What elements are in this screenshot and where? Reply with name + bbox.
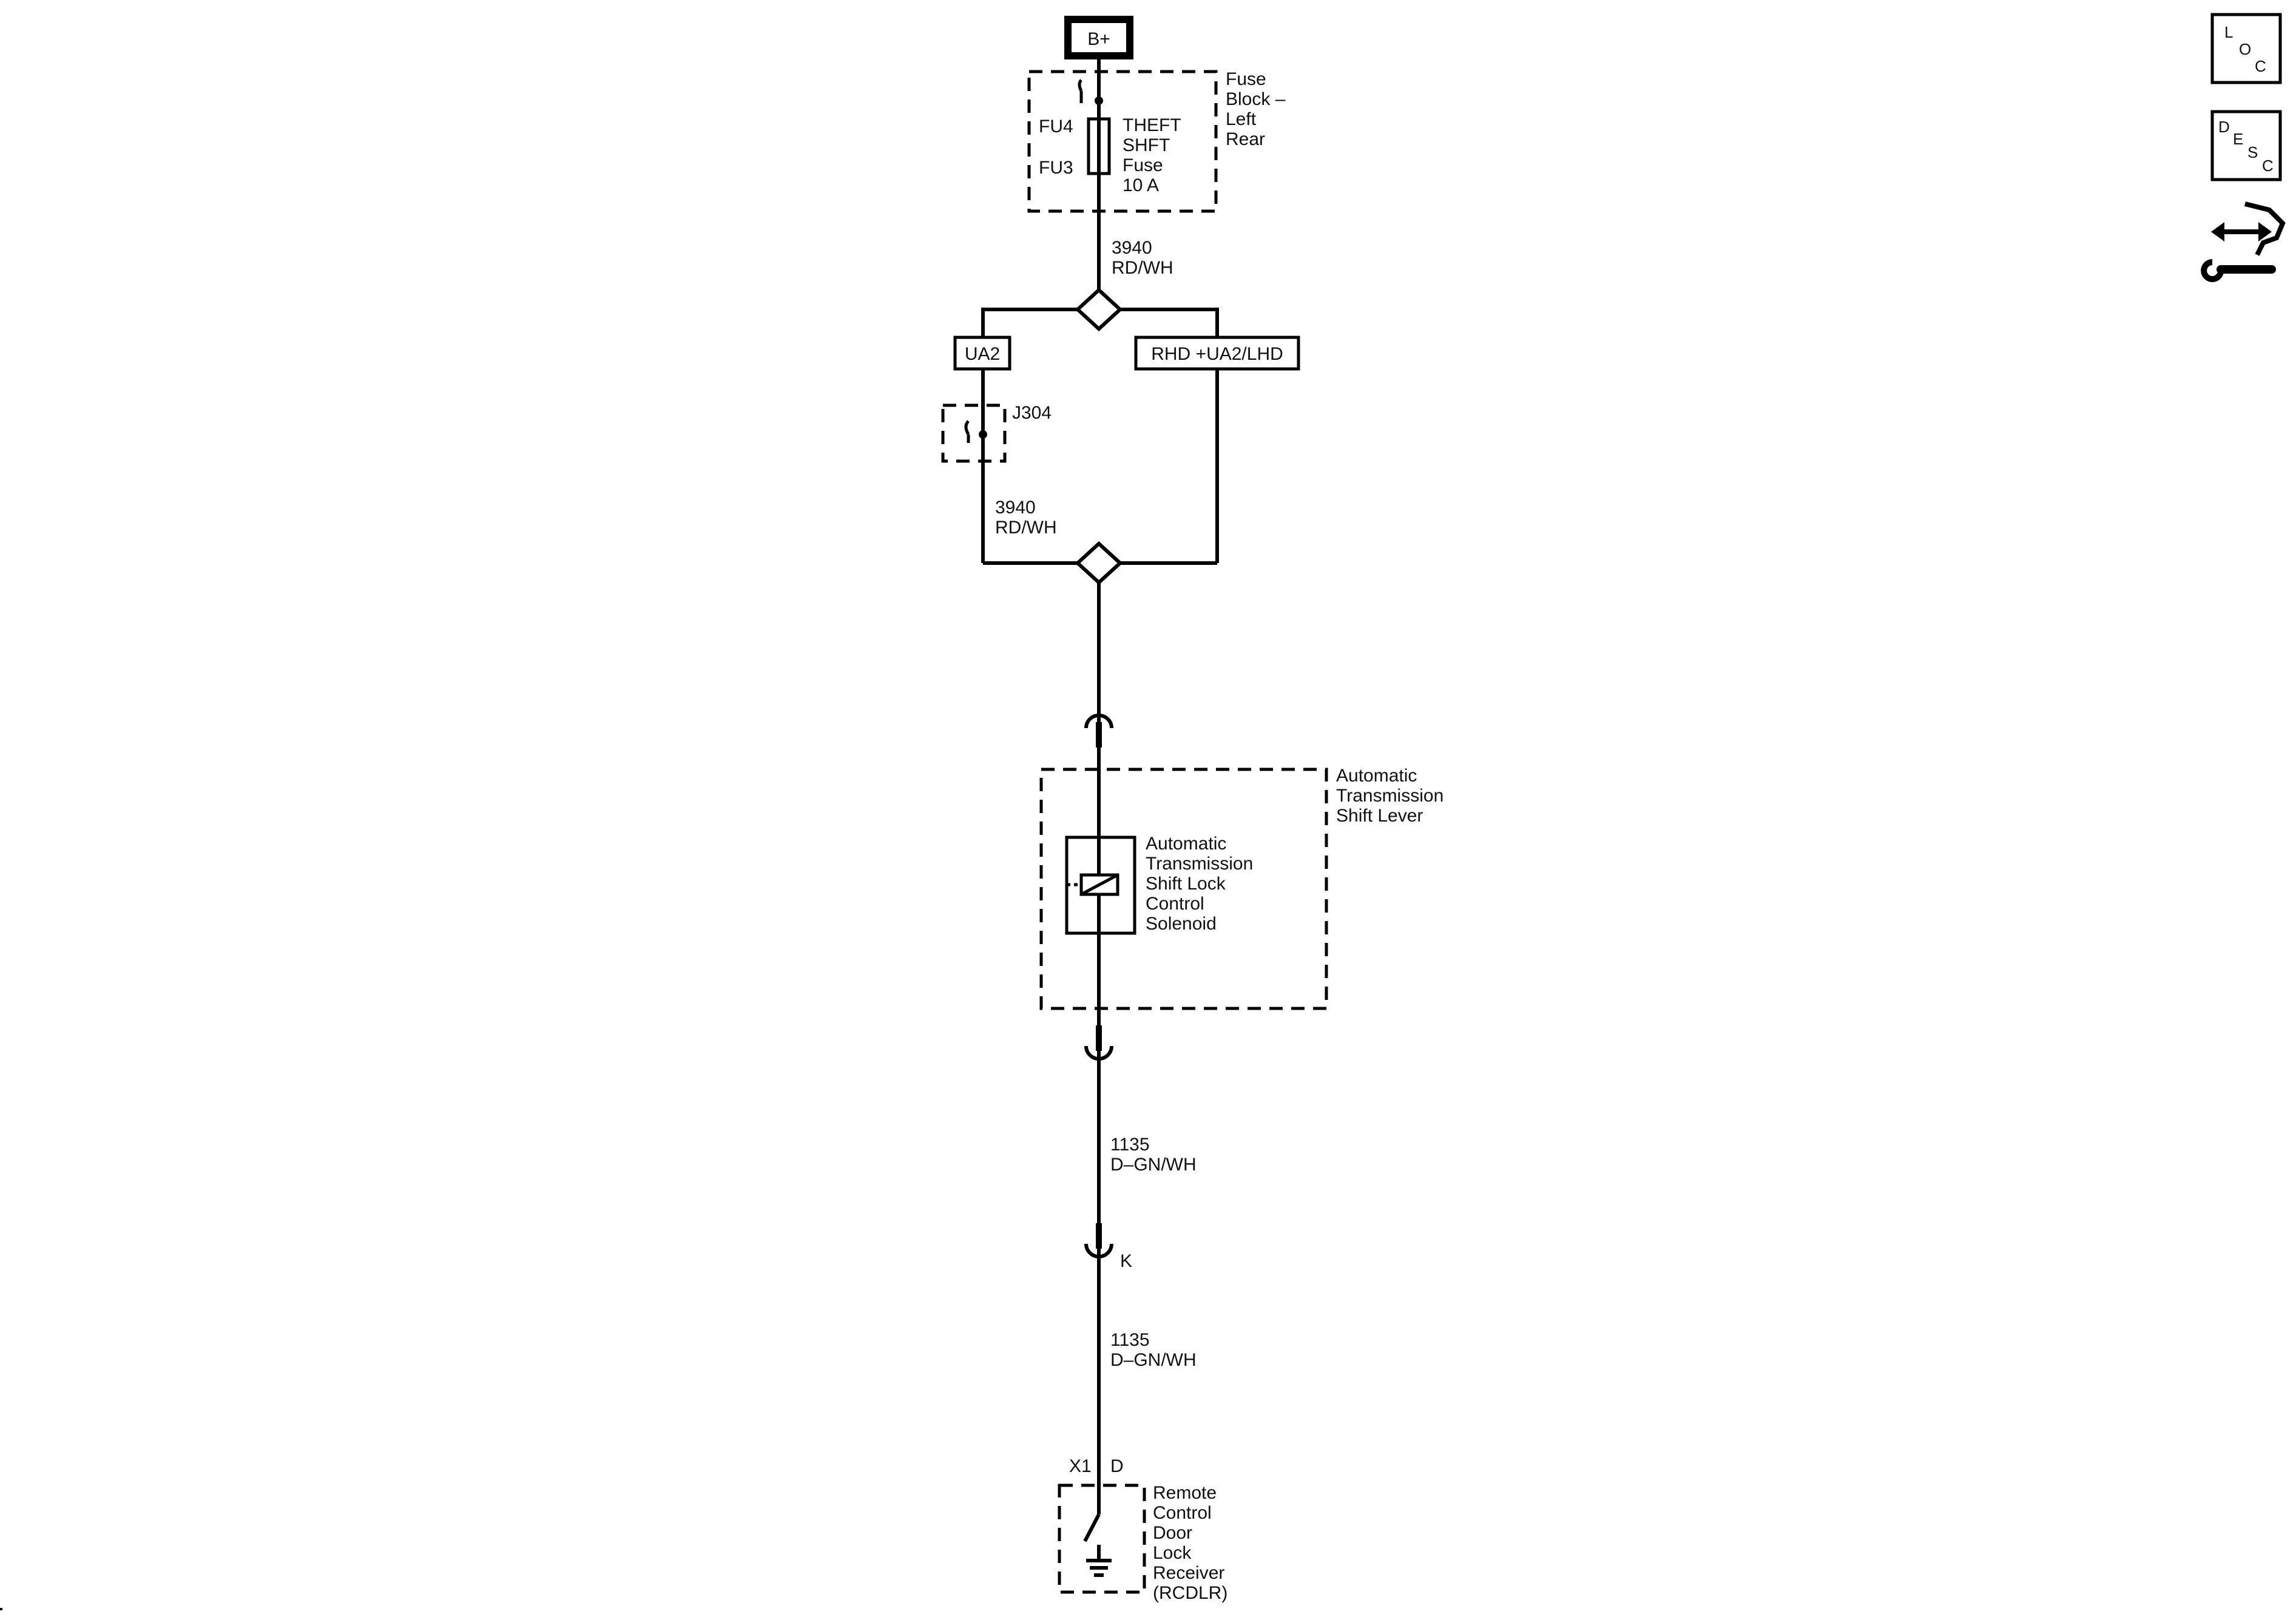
loc-icon[interactable]: L O C bbox=[2210, 13, 2282, 84]
svg-text:O: O bbox=[2239, 40, 2251, 58]
branch-left-top bbox=[981, 308, 1078, 337]
svg-text:L: L bbox=[2224, 23, 2233, 41]
solenoid-label: Automatic Transmission Shift Lock Contro… bbox=[1146, 834, 1258, 934]
option-splice-bottom bbox=[1075, 541, 1123, 586]
splice-j304-label: J304 bbox=[1012, 403, 1052, 423]
fuse-terminal-symbol bbox=[1078, 79, 1083, 103]
option-ua2[interactable]: UA2 bbox=[953, 336, 1011, 371]
svg-text:UA2: UA2 bbox=[965, 344, 1000, 364]
svg-text:RHD +UA2/LHD: RHD +UA2/LHD bbox=[1151, 344, 1283, 364]
fuse-pin-fu3: FU3 bbox=[1039, 158, 1073, 178]
switch-blade bbox=[1083, 1513, 1101, 1542]
svg-text:D: D bbox=[2218, 118, 2230, 136]
solenoid-diagonal bbox=[1080, 873, 1119, 896]
connector-tool-icon[interactable] bbox=[2201, 201, 2286, 282]
wire-label-w3: 1135 D–GN/WH bbox=[1110, 1135, 1197, 1175]
rcdlr-label: Remote Control Door Lock Receiver (RCDLR… bbox=[1153, 1483, 1230, 1603]
svg-text:C: C bbox=[2255, 57, 2266, 75]
splice-j304-symbol bbox=[964, 420, 970, 443]
wire-label-w4: 1135 D–GN/WH bbox=[1110, 1330, 1197, 1370]
fuse-block-label: Fuse Block – Left Rear bbox=[1226, 69, 1291, 149]
connector-shift-lever-top bbox=[1084, 714, 1113, 729]
option-rhd-ua2-lhd[interactable]: RHD +UA2/LHD bbox=[1134, 336, 1300, 371]
wire-label-w2: 3940 RD/WH bbox=[995, 498, 1057, 538]
fuse-block-outline bbox=[1027, 70, 1218, 213]
power-label: B+ bbox=[1087, 29, 1110, 49]
fuse-pin-fu4: FU4 bbox=[1039, 116, 1073, 137]
desc-icon[interactable]: D E S C bbox=[2210, 110, 2282, 181]
rcdlr-pin-label: D bbox=[1110, 1456, 1124, 1476]
rcdlr-connector-label: X1 bbox=[1069, 1456, 1092, 1476]
svg-text:S: S bbox=[2247, 143, 2258, 161]
battery-positive-source[interactable]: B+ bbox=[1064, 16, 1133, 59]
wire-label-w1: 3940 RD/WH bbox=[1112, 238, 1173, 278]
branch-right-top bbox=[1120, 308, 1219, 337]
splice-j304-dot bbox=[979, 430, 987, 439]
fuse-terminal-dot bbox=[1095, 96, 1103, 105]
shift-lock-solenoid[interactable] bbox=[1065, 836, 1136, 935]
shift-lever-label: Automatic Transmission Shift Lever bbox=[1336, 766, 1449, 826]
rcdlr-outline bbox=[1058, 1484, 1146, 1594]
solenoid-coil-icon bbox=[1079, 873, 1119, 896]
shift-lever-outline bbox=[1039, 768, 1328, 1010]
option-splice-top bbox=[1075, 287, 1123, 332]
svg-text:C: C bbox=[2262, 157, 2274, 175]
corner-mark bbox=[0, 1608, 2, 1610]
rcdlr-switch[interactable] bbox=[1083, 1513, 1112, 1577]
splice-j304-outline bbox=[941, 403, 1007, 463]
fuse-label: THEFT SHFT Fuse 10 A bbox=[1123, 115, 1186, 195]
connector-k-label: K bbox=[1120, 1251, 1132, 1271]
svg-text:E: E bbox=[2233, 130, 2243, 148]
